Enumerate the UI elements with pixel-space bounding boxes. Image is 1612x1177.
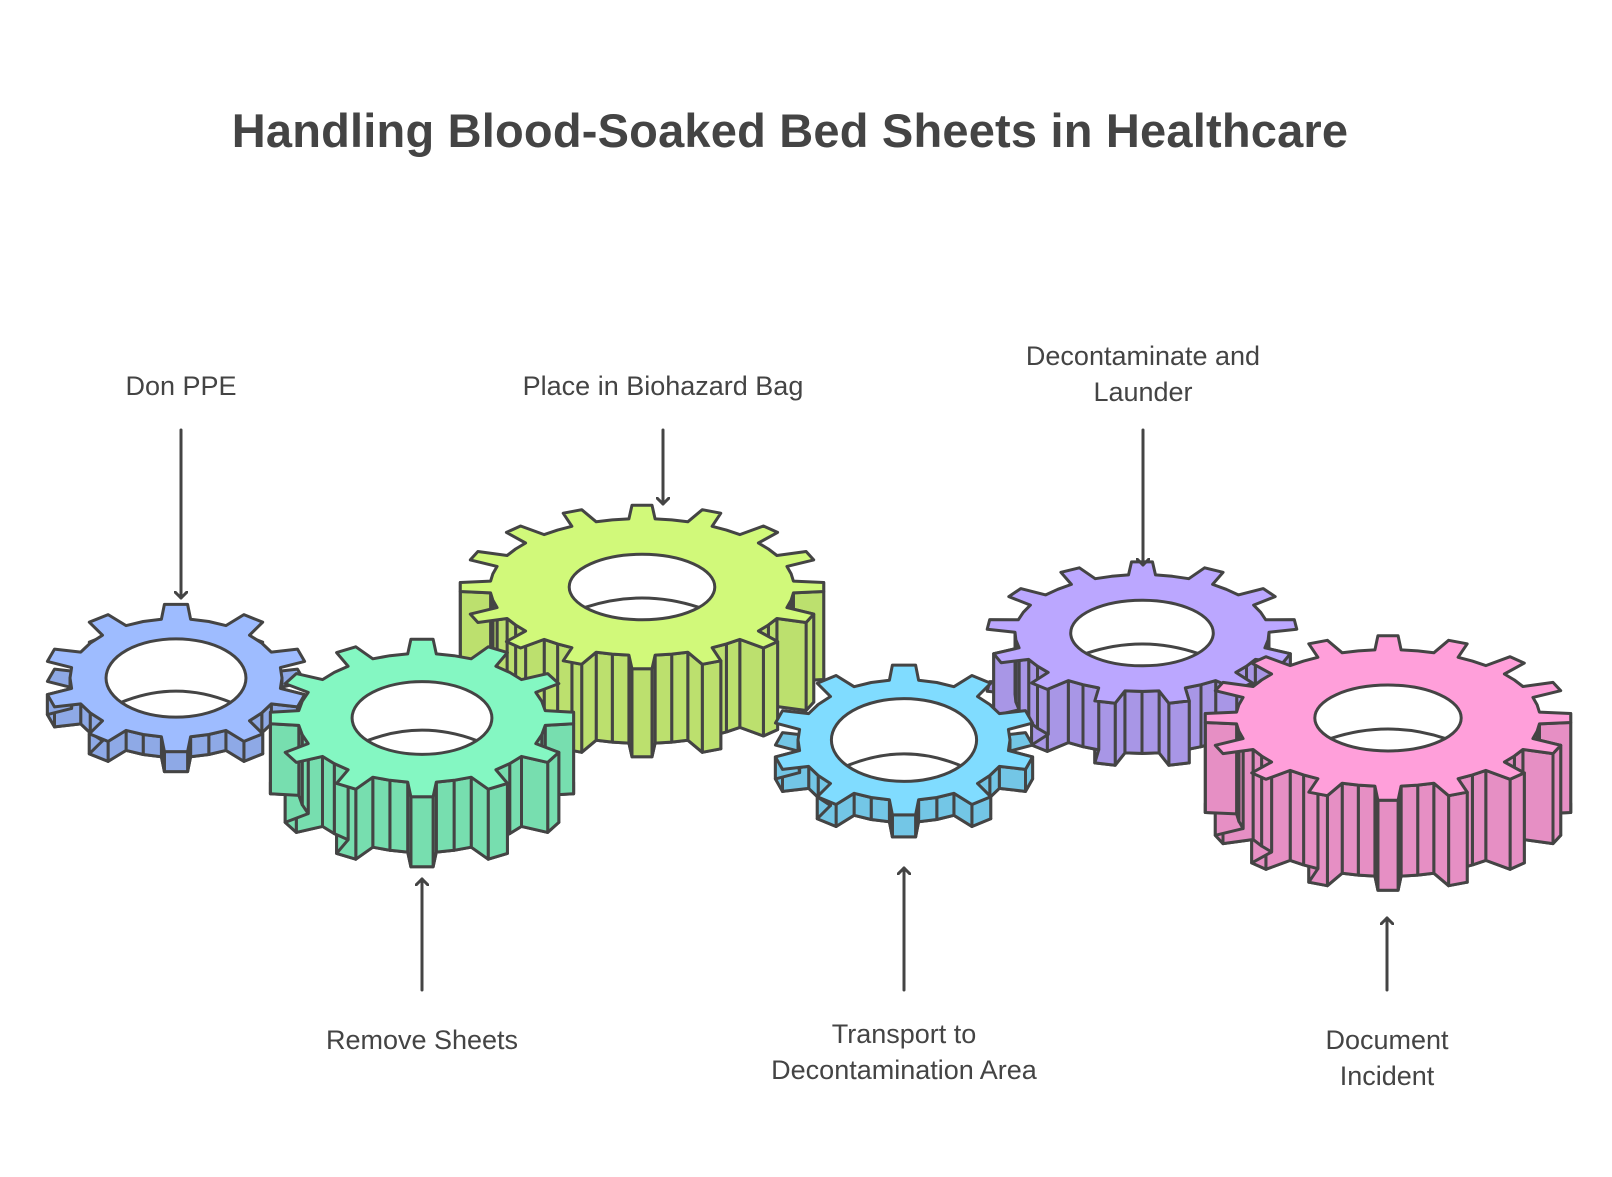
step-label-decontaminate: Decontaminate and Launder xyxy=(1025,341,1261,407)
arrows-layer xyxy=(181,428,1387,992)
step-label-remove-sheets: Remove Sheets xyxy=(325,1025,519,1055)
diagram-title: Handling Blood-Soaked Bed Sheets in Heal… xyxy=(231,104,1349,157)
step-label-document-incident: Document Incident xyxy=(1325,1025,1449,1091)
gear-document-incident xyxy=(1203,634,1573,892)
step-label-place-in-biohazard-bag: Place in Biohazard Bag xyxy=(522,371,804,401)
gear-transport-hole xyxy=(829,697,979,783)
step-label-transport: Transport to Decontamination Area xyxy=(771,1019,1037,1085)
gear-remove-sheets-hole xyxy=(350,680,494,756)
gear-don-ppe-hole xyxy=(104,637,248,719)
gear-don-ppe xyxy=(45,602,307,774)
gears-layer xyxy=(45,503,1573,892)
gear-biohazard-bag-hole xyxy=(567,552,717,622)
gear-decontaminate-hole xyxy=(1069,598,1215,668)
gear-document-incident-hole xyxy=(1313,683,1463,753)
step-label-don-ppe: Don PPE xyxy=(125,371,237,401)
gear-transport xyxy=(773,663,1035,839)
gear-remove-sheets xyxy=(268,637,576,869)
